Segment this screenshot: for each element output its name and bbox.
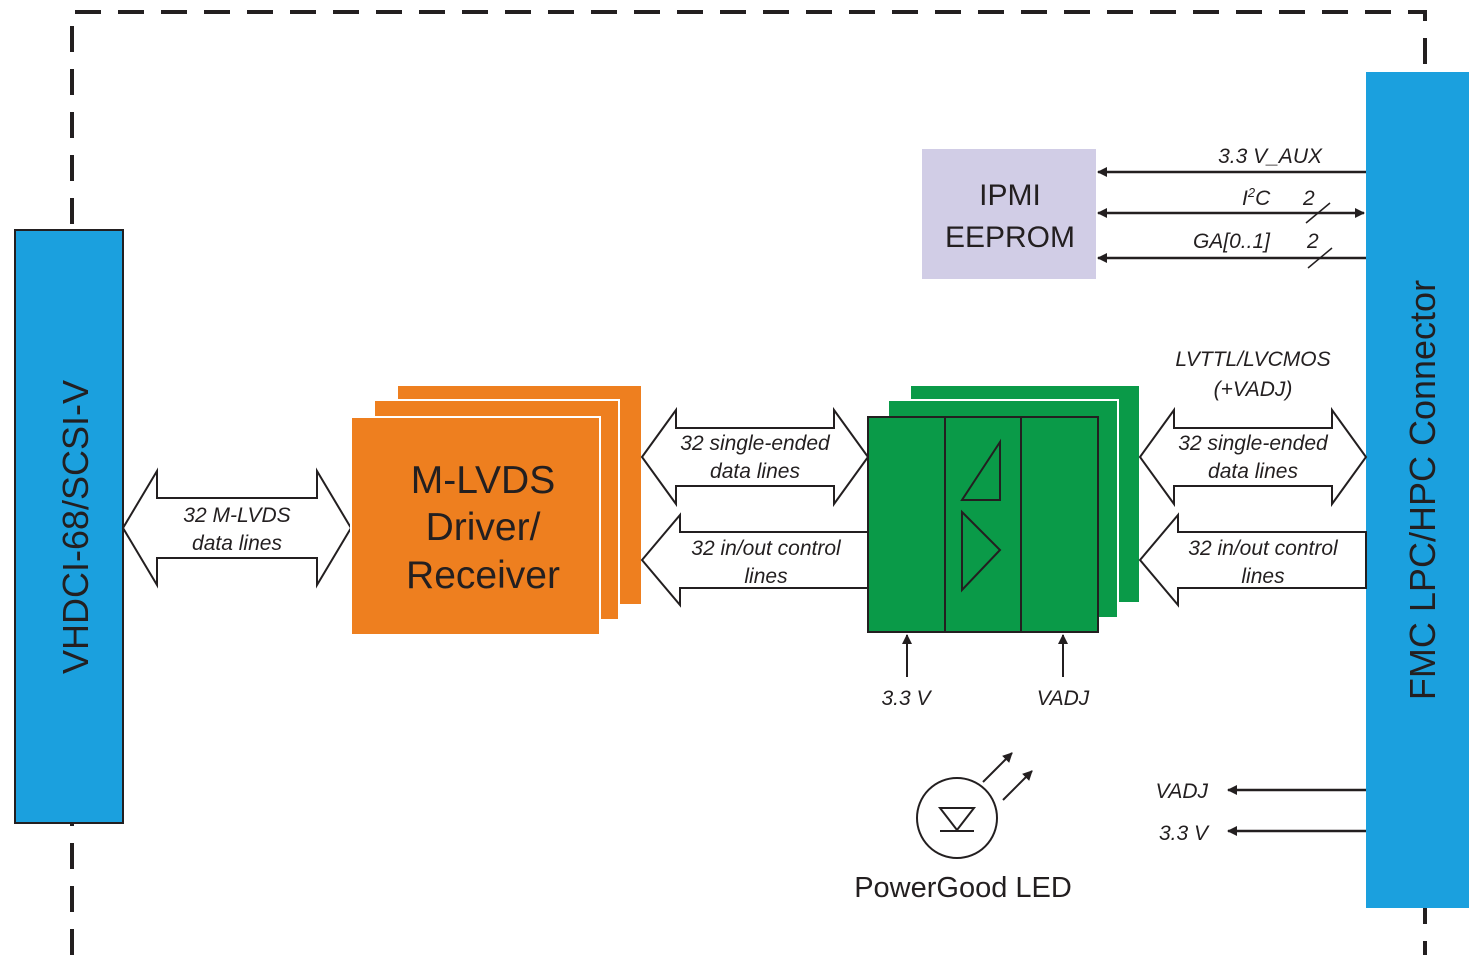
lvttl-label-2: (+VADJ) [1214, 378, 1293, 401]
ctrl-left-label-1: 32 in/out control [691, 537, 842, 560]
fmc-connector: FMC LPC/HPC Connector [1366, 72, 1469, 908]
single-ended-left-arrow: 32 single-ended data lines [640, 406, 870, 508]
mlvds-data-arrow: 32 M-LVDS data lines [121, 467, 353, 589]
mlvds-data-label-1: 32 M-LVDS [183, 504, 290, 527]
fmc-label: FMC LPC/HPC Connector [1402, 280, 1443, 700]
powergood-led: PowerGood LED [854, 752, 1072, 904]
svg-text:I2C: I2C [1242, 185, 1271, 210]
se-right-label-1: 32 single-ended [1178, 432, 1329, 455]
ipmi-eeprom: IPMI EEPROM [922, 149, 1096, 279]
i2c-label-sup: 2 [1247, 185, 1256, 200]
buffer-left-icon [960, 438, 1001, 501]
led-icon [937, 807, 977, 832]
ipmi-label-2: EEPROM [945, 221, 1075, 254]
single-ended-right-arrow: 32 single-ended data lines [1138, 406, 1368, 508]
se-right-label-2: data lines [1208, 460, 1298, 483]
ga-label: GA[0..1] [1193, 230, 1271, 253]
buffer-right-icon [961, 509, 1002, 593]
ipmi-label-1: IPMI [979, 179, 1041, 212]
v33-out-label: 3.3 V [1159, 822, 1210, 845]
vhdci-connector: VHDCI-68/SCSI-V [14, 229, 124, 824]
mlvds-label-2: Driver/ [426, 506, 541, 549]
ga-width-label: 2 [1306, 230, 1319, 253]
level-translator [867, 384, 1141, 633]
vhdci-label: VHDCI-68/SCSI-V [55, 380, 96, 674]
aux-label: 3.3 V_AUX [1218, 145, 1323, 168]
ctrl-left-label-2: lines [744, 565, 788, 588]
i2c-width-label: 2 [1302, 187, 1315, 210]
power-outputs: VADJ 3.3 V [1155, 780, 1366, 845]
vadj-in-label: VADJ [1037, 687, 1090, 710]
se-left-label-2: data lines [710, 460, 800, 483]
mlvds-label-1: M-LVDS [411, 459, 555, 502]
control-right-arrow: 32 in/out control lines [1138, 512, 1367, 608]
ipmi-signals: 3.3 V_AUX I2C 2 GA[0..1] 2 [1097, 145, 1366, 269]
vadj-out-label: VADJ [1155, 780, 1208, 803]
i2c-label-main: I [1242, 187, 1248, 210]
mlvds-data-label-2: data lines [192, 532, 282, 555]
i2c-label-tail: C [1255, 187, 1271, 210]
led-label: PowerGood LED [854, 872, 1072, 904]
se-left-label-1: 32 single-ended [680, 432, 831, 455]
ctrl-right-label-2: lines [1241, 565, 1285, 588]
mlvds-driver-receiver: M-LVDS Driver/ Receiver [350, 384, 643, 636]
v33-in-label: 3.3 V [881, 687, 932, 710]
control-left-arrow: 32 in/out control lines [640, 512, 869, 608]
mlvds-label-3: Receiver [406, 554, 560, 597]
translator-power-inputs: 3.3 V VADJ [881, 634, 1090, 710]
lvttl-label-1: LVTTL/LVCMOS [1175, 348, 1330, 371]
ctrl-right-label-1: 32 in/out control [1188, 537, 1339, 560]
